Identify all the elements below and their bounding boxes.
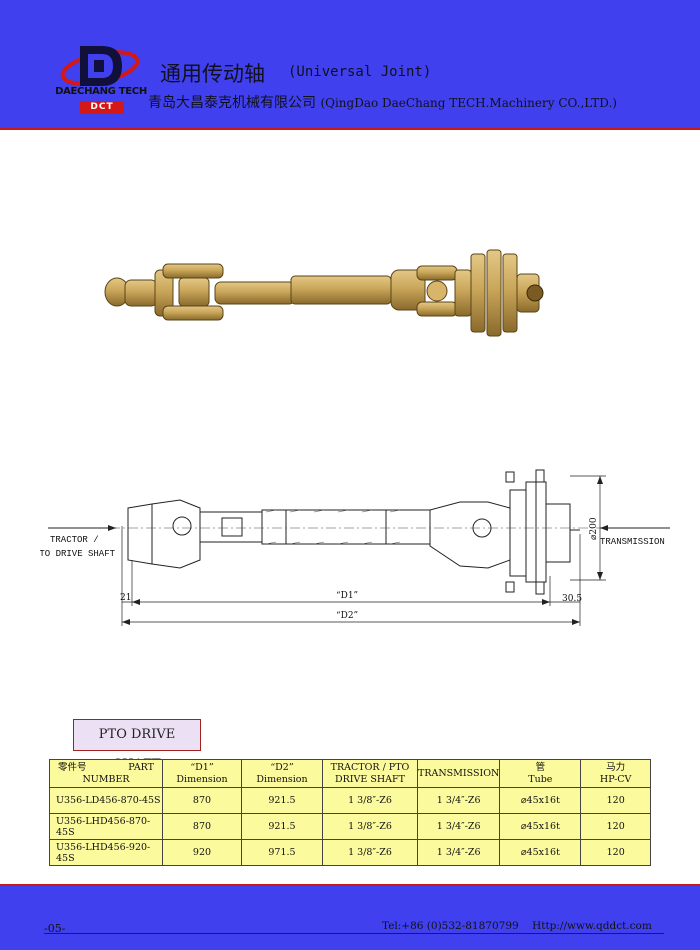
cell-part-number: U356-LHD456-870-45S bbox=[49, 813, 163, 840]
table-row: U356-LD456-870-45S 870 921.5 1 3/8″-Z6 1… bbox=[49, 787, 651, 814]
cell-transmission: 1 3/4″-Z6 bbox=[416, 839, 501, 866]
cell-tractor: 1 3/8″-Z6 bbox=[322, 813, 418, 840]
header-d2: “D2” Dimension bbox=[241, 759, 323, 788]
header-divider bbox=[0, 128, 700, 130]
header-tube-cn: 管 bbox=[535, 761, 546, 773]
cell-tube: ⌀45x16t bbox=[499, 813, 582, 840]
header-d1-label: “D1” bbox=[190, 761, 214, 773]
header-tractor: TRACTOR / PTO DRIVE SHAFT bbox=[322, 759, 418, 788]
cell-d2: 921.5 bbox=[241, 813, 323, 840]
logo-badge: DCT bbox=[80, 101, 124, 114]
footer-divider bbox=[0, 884, 700, 886]
section-label: PTO DRIVE SHAFT bbox=[73, 719, 201, 772]
label-tractor-1: TRACTOR / bbox=[50, 535, 99, 545]
cell-hp: 120 bbox=[580, 813, 651, 840]
cell-tube: ⌀45x16t bbox=[499, 839, 582, 866]
cell-transmission: 1 3/4″-Z6 bbox=[416, 813, 501, 840]
cell-transmission: 1 3/4″-Z6 bbox=[416, 787, 501, 814]
footer-tel: Tel:+86 (0)532-81870799 bbox=[382, 920, 519, 932]
footer-contact: Tel:+86 (0)532-81870799 Http://www.qddct… bbox=[382, 920, 652, 932]
header-transmission: TRANSMISSION bbox=[416, 759, 501, 788]
logo-text: DAECHANG TECH bbox=[55, 86, 147, 97]
company-name-en: (QingDao DaeChang TECH.Machinery CO.,LTD… bbox=[320, 96, 617, 110]
dimension-200: ⌀200 bbox=[589, 517, 599, 540]
cell-d1: 870 bbox=[162, 813, 242, 840]
header-d2-label: “D2” bbox=[270, 761, 294, 773]
dimension-21: 21 bbox=[120, 593, 131, 603]
page-title-en: (Universal Joint) bbox=[288, 64, 432, 80]
header-hp: 马力 HP-CV bbox=[580, 759, 651, 788]
cell-tractor: 1 3/8″-Z6 bbox=[322, 787, 418, 814]
header-transmission-label: TRANSMISSION bbox=[418, 767, 500, 779]
company-name: 青岛大昌泰克机械有限公司 (QingDao DaeChang TECH.Mach… bbox=[148, 92, 617, 112]
dimension-d2: “D2” bbox=[336, 610, 358, 621]
cell-d2: 971.5 bbox=[241, 839, 323, 866]
header-d1: “D1” Dimension bbox=[162, 759, 242, 788]
cell-part-number: U356-LD456-870-45S bbox=[49, 787, 163, 814]
header-hp-cn: 马力 bbox=[606, 761, 626, 773]
table-row: U356-LHD456-870-45S 870 921.5 1 3/8″-Z6 … bbox=[49, 813, 651, 840]
table-header-row: 零件号 PART NUMBER “D1” Dimension “D2” Dimen… bbox=[49, 759, 651, 788]
product-photo bbox=[104, 249, 544, 337]
label-tractor-2: PTO DRIVE SHAFT bbox=[40, 549, 116, 559]
cell-tube: ⌀45x16t bbox=[499, 787, 582, 814]
header-tractor-label: TRACTOR / PTO bbox=[330, 761, 410, 773]
header-hp-en: HP-CV bbox=[599, 773, 632, 785]
cell-hp: 120 bbox=[580, 787, 651, 814]
footer-website-link[interactable]: Http://www.qddct.com bbox=[532, 920, 652, 932]
header-d2-sub: Dimension bbox=[256, 773, 308, 785]
company-name-cn: 青岛大昌泰克机械有限公司 bbox=[148, 95, 316, 111]
footer-band bbox=[0, 886, 700, 950]
cell-d1: 920 bbox=[162, 839, 242, 866]
spec-table: 零件号 PART NUMBER “D1” Dimension “D2” Dimen… bbox=[49, 759, 651, 866]
header-d1-sub: Dimension bbox=[176, 773, 228, 785]
header-tractor-sub: DRIVE SHAFT bbox=[335, 773, 405, 785]
page-title-cn: 通用传动轴 bbox=[160, 62, 265, 86]
cell-hp: 120 bbox=[580, 839, 651, 866]
dimension-d1: “D1” bbox=[336, 590, 358, 601]
company-logo bbox=[60, 46, 140, 86]
page-number: -05- bbox=[44, 922, 66, 935]
label-transmission: TRANSMISSION bbox=[600, 537, 665, 547]
header-part-en-1: PART bbox=[128, 761, 154, 773]
header-part-number: 零件号 PART NUMBER bbox=[49, 759, 163, 788]
header-part-cn: 零件号 bbox=[58, 761, 87, 773]
header-tube: 管 Tube bbox=[499, 759, 582, 788]
footer-line bbox=[44, 933, 664, 934]
technical-drawing: TRACTOR / PTO DRIVE SHAFT TRANSMISSION 2… bbox=[40, 469, 670, 626]
dimension-30-5: 30.5 bbox=[562, 594, 582, 604]
cell-part-number: U356-LHD456-920-45S bbox=[49, 839, 163, 866]
header-tube-en: Tube bbox=[528, 773, 553, 785]
table-row: U356-LHD456-920-45S 920 971.5 1 3/8″-Z6 … bbox=[49, 839, 651, 866]
cell-d2: 921.5 bbox=[241, 787, 323, 814]
cell-d1: 870 bbox=[162, 787, 242, 814]
cell-tractor: 1 3/8″-Z6 bbox=[322, 839, 418, 866]
header-part-en-2: NUMBER bbox=[82, 773, 130, 785]
